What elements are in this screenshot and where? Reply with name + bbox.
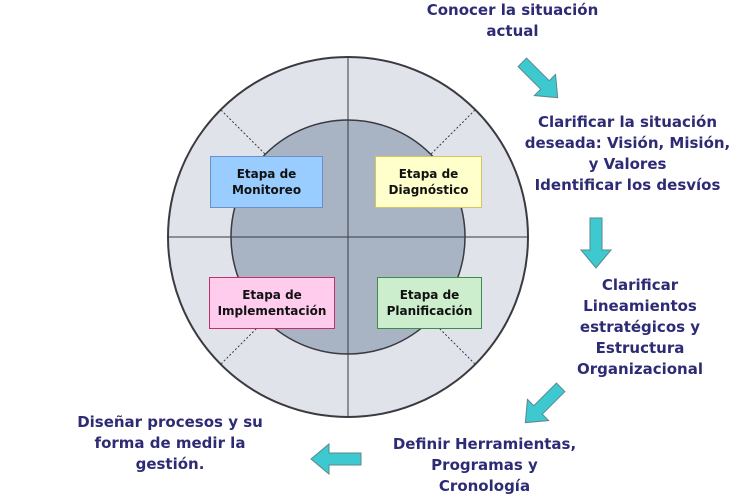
step-clarificar-situacion: Clarificar la situación deseada: Visión,… [524, 113, 731, 194]
flow-arrow-3 [524, 382, 566, 424]
stage-box-diagnostico: Etapa de Diagnóstico [375, 156, 482, 208]
step-definir: Definir Herramientas, Programas y Cronol… [392, 435, 577, 495]
step-disenar: Diseñar procesos y su forma de medir la … [77, 413, 263, 473]
flow-arrow-1 [517, 57, 559, 99]
flow-arrow-2 [579, 217, 613, 269]
step-clarificar-lineamientos: Clarificar Lineamientos estratégicos y E… [577, 276, 703, 378]
stage-box-monitoreo: Etapa de Monitoreo [210, 156, 323, 208]
flow-arrow-4 [310, 442, 362, 476]
step-conocer: Conocer la situación actual [426, 1, 599, 40]
stage-box-implementacion: Etapa de Implementación [209, 277, 335, 329]
stage-box-planificacion: Etapa de Planificación [377, 277, 482, 329]
